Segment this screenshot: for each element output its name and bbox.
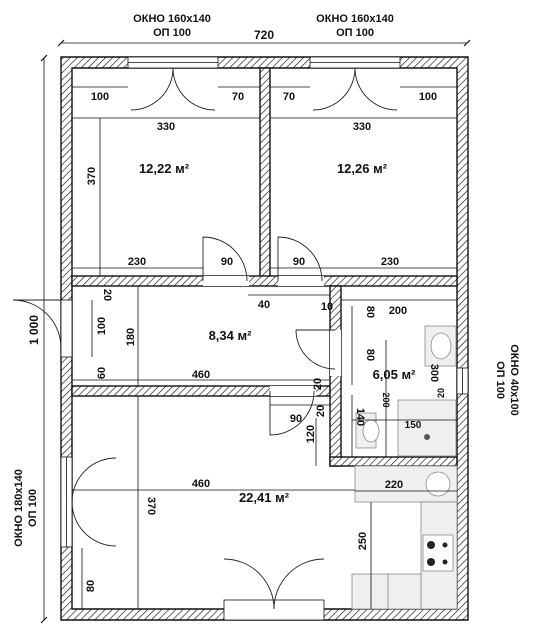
stove: [422, 534, 454, 572]
overall-width-dimension: 720: [57, 28, 471, 47]
top-window-note-right: ОКНО 160х140 ОП 100: [316, 13, 394, 39]
dim-label: 300: [428, 364, 440, 382]
dim-label: 220: [385, 479, 403, 491]
dim-label: 370: [86, 167, 98, 185]
dim-label: 90: [293, 256, 305, 268]
top-window-left-size: ОКНО 160х140: [133, 13, 211, 25]
dim-label: 80: [364, 306, 376, 318]
dim-label: 330: [353, 121, 371, 133]
dim-label: 150: [405, 420, 422, 431]
dim-label: 200: [381, 392, 391, 407]
overall-height-label: 1 000: [27, 315, 41, 345]
dim-label: 230: [128, 256, 146, 268]
dim-label: 70: [232, 91, 244, 103]
dim-label: 20: [101, 289, 113, 301]
dim-label: 180: [125, 328, 137, 346]
dimension-labels: 100 70 70 100 330 330 370 230 90 90 230 …: [85, 91, 446, 592]
kitchen-sink: [425, 471, 451, 497]
top-window-right-sill: ОП 100: [336, 27, 374, 39]
hall-area: 8,34 м²: [209, 328, 253, 343]
right-window-size: ОКНО 40х100: [508, 344, 520, 416]
dim-label: 60: [96, 367, 108, 379]
walls: [60, 56, 469, 621]
doors: [12, 67, 398, 621]
dim-label: 70: [283, 91, 295, 103]
dim-label: 330: [157, 121, 175, 133]
dimension-lines: [72, 86, 457, 609]
kitchen-living-area: 22,41 м²: [239, 490, 290, 505]
dim-label: 90: [221, 256, 233, 268]
dim-label: 10: [321, 301, 333, 313]
overall-width-label: 720: [254, 28, 274, 42]
dim-label: 80: [85, 580, 97, 592]
top-window-note-left: ОКНО 160х140 ОП 100: [133, 13, 211, 39]
bathroom-area: 6,05 м²: [373, 367, 417, 382]
fixtures: [351, 325, 458, 610]
dim-label: 20: [436, 388, 446, 398]
dim-label: 370: [145, 497, 157, 515]
left-window-size: ОКНО 180х140: [13, 469, 25, 547]
left-window-note: ОКНО 180х140 ОП 100: [13, 469, 39, 547]
dim-label: 120: [305, 425, 317, 443]
dim-label: 460: [192, 369, 210, 381]
bedroom-right-area: 12,26 м²: [337, 161, 388, 176]
dim-label: 40: [258, 299, 270, 311]
room-areas: 12,22 м² 12,26 м² 8,34 м² 6,05 м² 22,41 …: [139, 161, 416, 505]
dim-label: 100: [91, 91, 109, 103]
top-window-left-sill: ОП 100: [153, 27, 191, 39]
dim-label: 100: [96, 317, 108, 335]
bedroom-left-area: 12,22 м²: [139, 161, 190, 176]
dim-label: 460: [192, 478, 210, 490]
dim-label: 20: [315, 405, 327, 417]
dim-label: 200: [389, 305, 407, 317]
overall-height-dimension: 1 000: [27, 54, 48, 624]
dim-label: 100: [419, 91, 437, 103]
dim-label: 80: [364, 349, 376, 361]
dim-label: 90: [290, 413, 302, 425]
right-window-note: ОКНО 40х100 ОП 100: [494, 344, 520, 416]
dim-label: 230: [381, 256, 399, 268]
shower-tray: [397, 399, 457, 457]
top-window-right-size: ОКНО 160х140: [316, 13, 394, 25]
left-window-sill: ОП 100: [27, 489, 39, 527]
dim-label: 250: [357, 532, 369, 550]
right-window-sill: ОП 100: [494, 361, 506, 399]
dim-label: 140: [354, 408, 366, 426]
dim-label: 20: [312, 378, 324, 390]
kitchen-counter-bottom: [351, 573, 422, 610]
